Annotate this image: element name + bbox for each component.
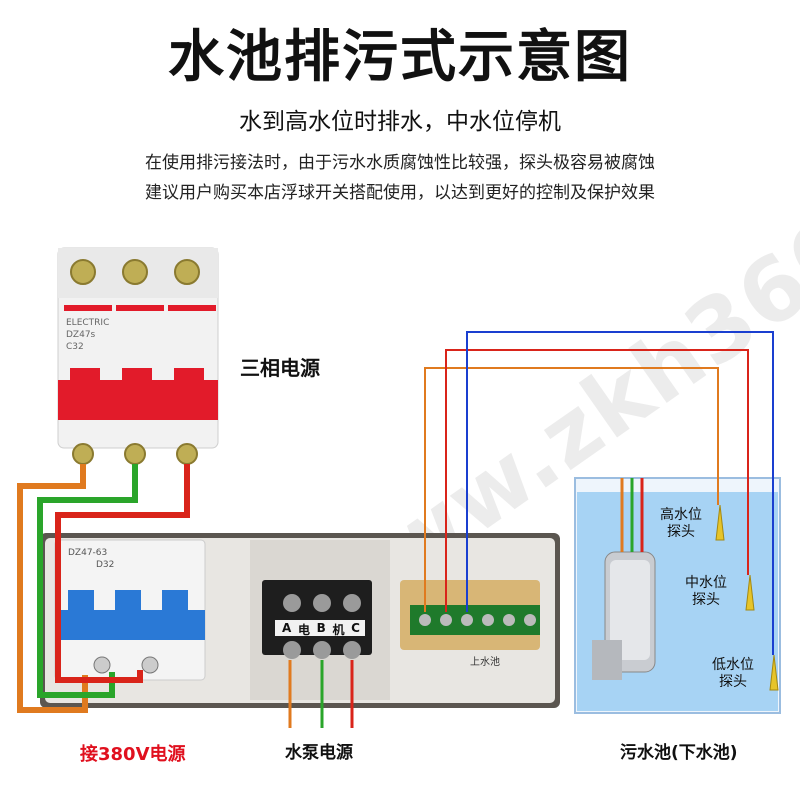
high-probe-label: 高水位 探头: [660, 507, 702, 540]
description-line-1: 在使用排污接法时，由于污水水质腐蚀性比较强，探头极容易被腐蚀: [145, 153, 655, 173]
terminal-block: [262, 580, 372, 659]
three-phase-label: 三相电源: [240, 356, 320, 380]
sewage-tank-label: 污水池(下水池): [620, 743, 738, 763]
top-breaker: [57, 247, 219, 465]
mid-probe-label: 中水位 探头: [685, 575, 727, 608]
top-breaker-brand: ELECTRIC: [66, 318, 110, 328]
bottom-breaker: [54, 539, 206, 681]
connect-380-label: 接380V电源: [80, 744, 186, 765]
description: 在使用排污接法时，由于污水水质腐蚀性比较强，探头极容易被腐蚀 建议用户购买本店浮…: [40, 148, 760, 208]
controller-board-label: 上水池: [470, 657, 500, 668]
page-title: 水池排污式示意图: [168, 25, 632, 90]
pump-power-label: 水泵电源: [285, 743, 353, 763]
wire-green-left: [37, 464, 138, 698]
probe-wire-red: [445, 349, 749, 612]
description-line-2: 建议用户购买本店浮球开关搭配使用，以达到更好的控制及保护效果: [145, 183, 655, 203]
bottom-breaker-model: DZ47-63: [68, 548, 108, 558]
wire-orange-left: [17, 464, 88, 713]
top-breaker-model: DZ47s: [66, 330, 96, 340]
wire-red-left: [55, 464, 190, 683]
bottom-breaker-rating: D32: [96, 560, 115, 570]
probe-wire-orange: [424, 367, 719, 612]
low-probe-label: 低水位 探头: [712, 657, 754, 690]
page-subtitle: 水到高水位时排水，中水位停机: [239, 109, 561, 135]
terminal-block-labels: A 电 B 机 C: [282, 621, 360, 637]
probe-wire-blue: [466, 331, 774, 655]
top-breaker-rating: C32: [66, 342, 84, 352]
controller-board: [400, 580, 540, 650]
sewage-tank: [574, 477, 781, 714]
